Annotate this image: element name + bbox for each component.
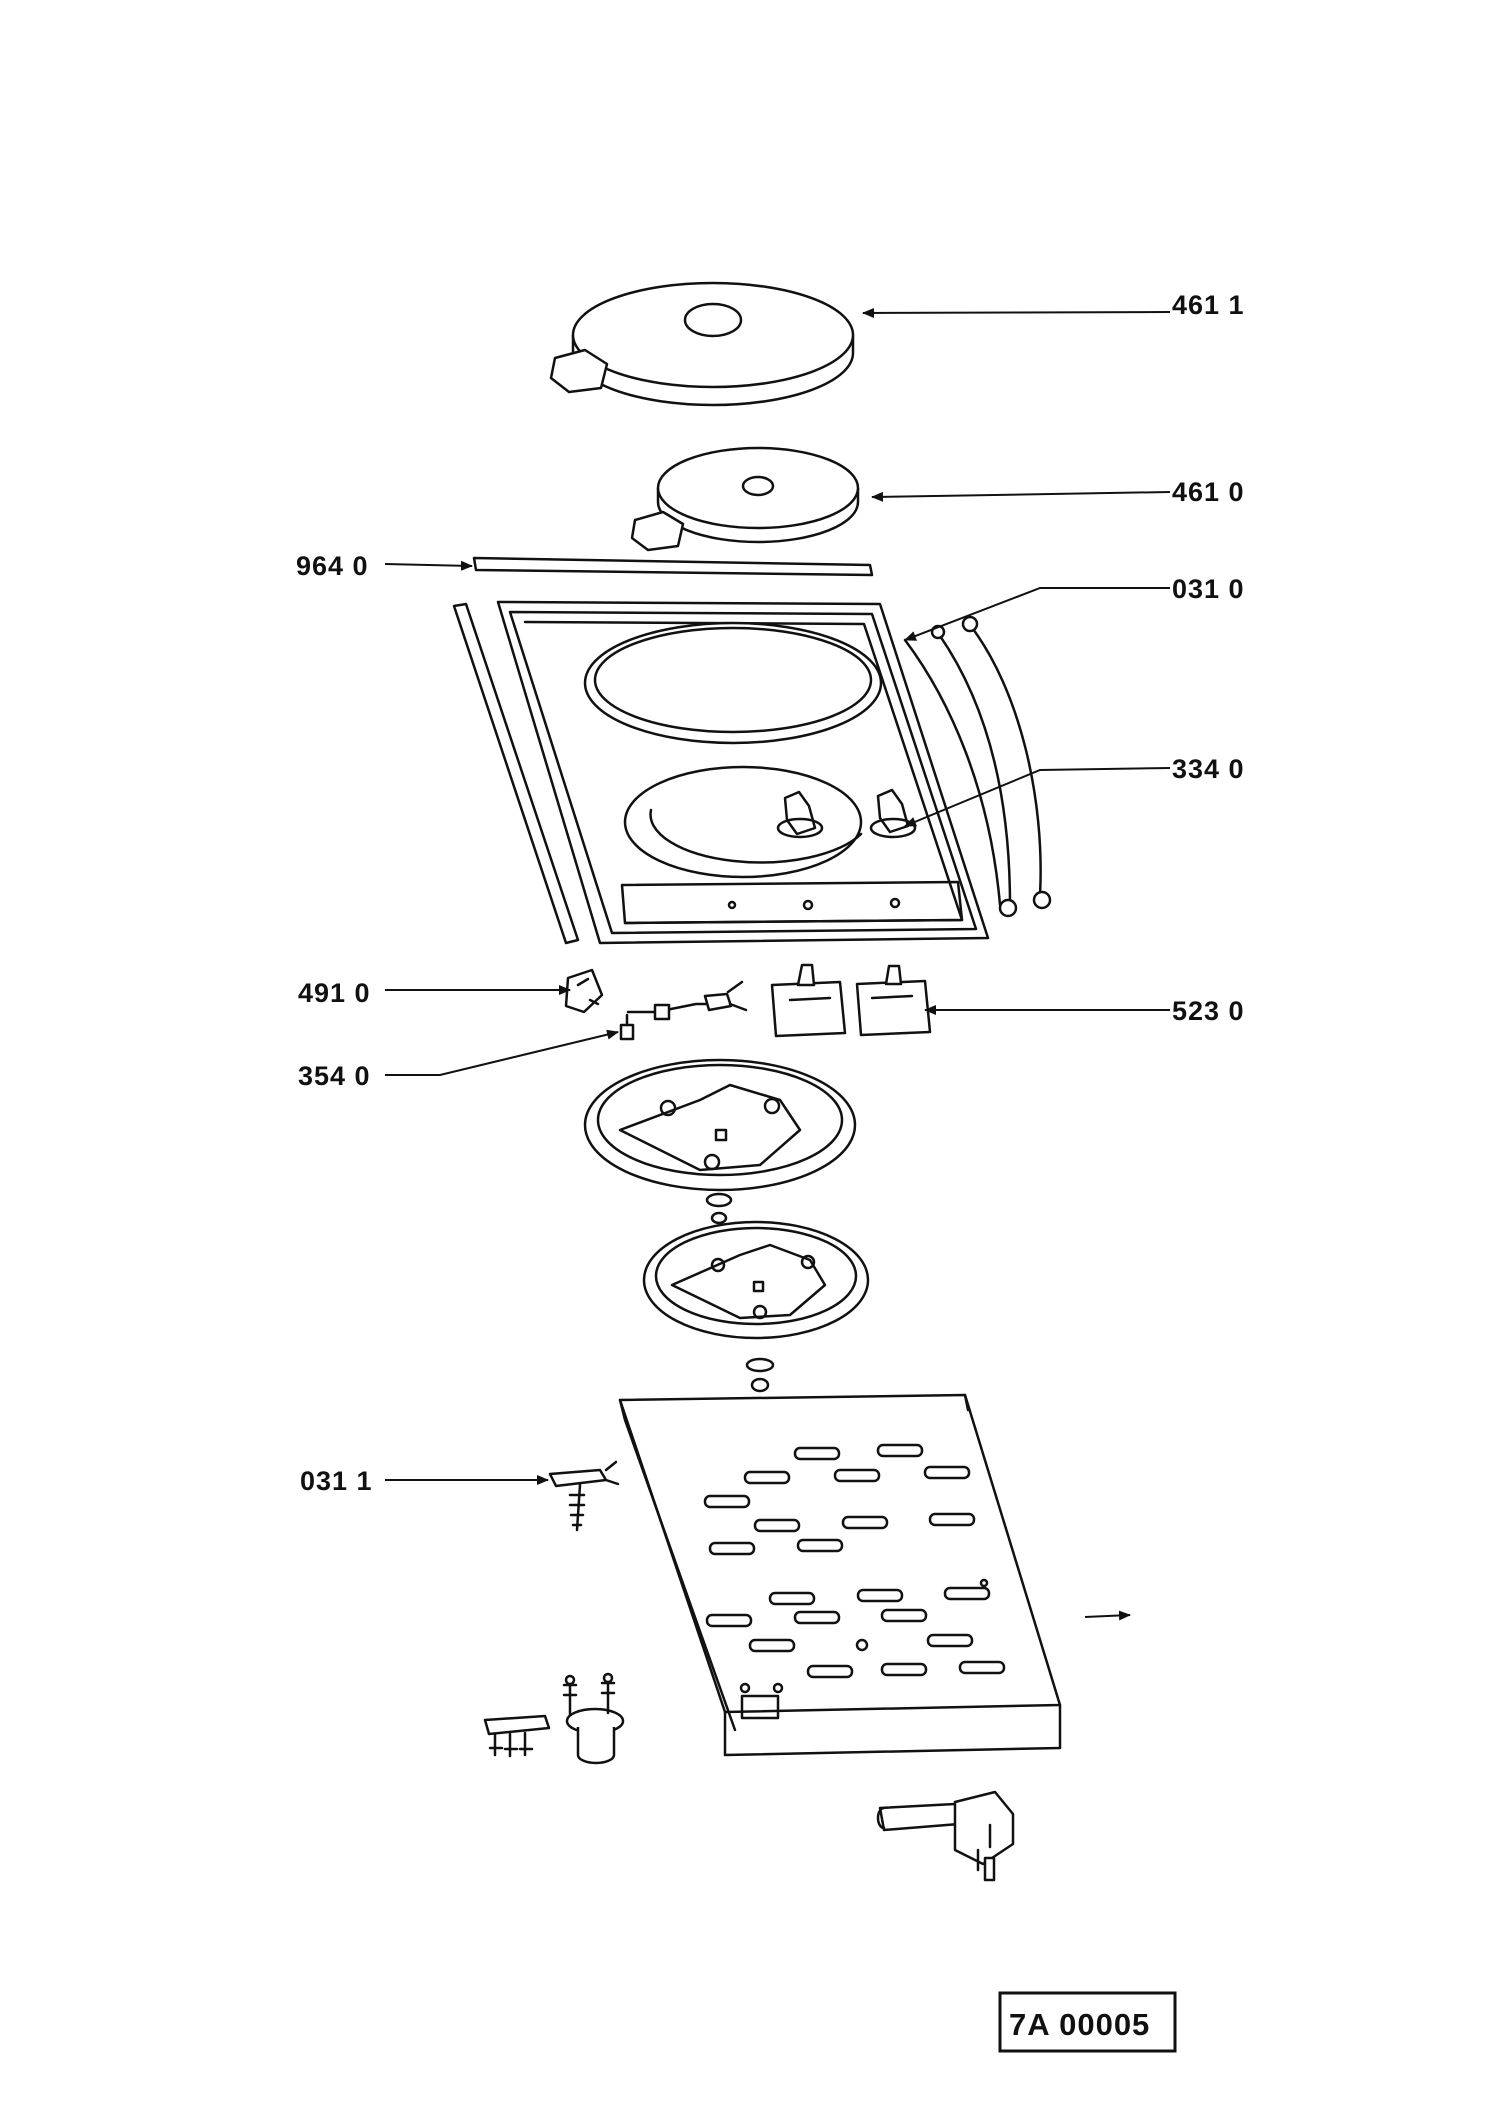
part-label-0311: 031 1	[300, 1466, 373, 1496]
hotplate-small	[630, 446, 860, 552]
seal-strips	[452, 556, 874, 945]
element-tray-lower	[642, 1220, 870, 1393]
bottom-casing	[618, 1393, 1062, 1757]
bracket-part	[564, 968, 604, 1014]
leader-lines	[384, 307, 1171, 1485]
mains-plug	[876, 1790, 1015, 1882]
hob-top	[496, 600, 990, 945]
drawing-code: 7A 00005	[1009, 2007, 1150, 2042]
element-tray-upper	[583, 1058, 857, 1225]
part-label-3540: 354 0	[298, 1061, 371, 1091]
orientation-arrow	[1084, 1610, 1131, 1621]
cable-clamp	[483, 1672, 625, 1765]
part-label-9640: 964 0	[296, 551, 369, 581]
drawing-code-box: 7A 00005	[998, 1991, 1177, 2053]
connector-part	[619, 980, 748, 1041]
part-label-4611: 461 1	[1172, 290, 1245, 320]
terminal-part	[548, 1460, 620, 1532]
part-label-4610: 461 0	[1172, 477, 1245, 507]
part-label-3340: 334 0	[1172, 754, 1245, 784]
part-label-0310: 031 0	[1172, 574, 1245, 604]
switch-pair	[770, 963, 932, 1038]
part-label-5230: 523 0	[1172, 996, 1245, 1026]
part-label-4910: 491 0	[298, 978, 371, 1008]
hotplate-large	[549, 281, 855, 407]
